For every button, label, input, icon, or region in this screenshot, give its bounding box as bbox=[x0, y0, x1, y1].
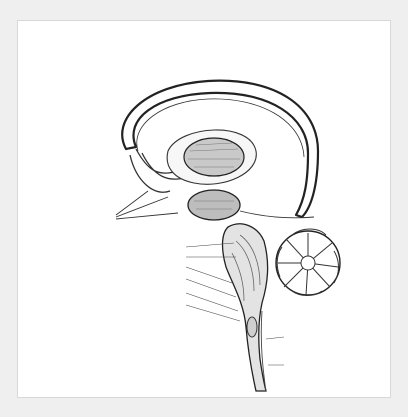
thalamus-ellipse bbox=[188, 190, 240, 220]
brainstem-outline bbox=[223, 224, 268, 391]
pointer-lines-lower-right bbox=[266, 337, 284, 365]
olive-bulge bbox=[247, 317, 257, 337]
pointer-lines-left bbox=[116, 191, 178, 219]
cerebellum-center bbox=[301, 256, 315, 270]
brain-diagram bbox=[18, 21, 392, 399]
figure-frame bbox=[17, 20, 391, 398]
